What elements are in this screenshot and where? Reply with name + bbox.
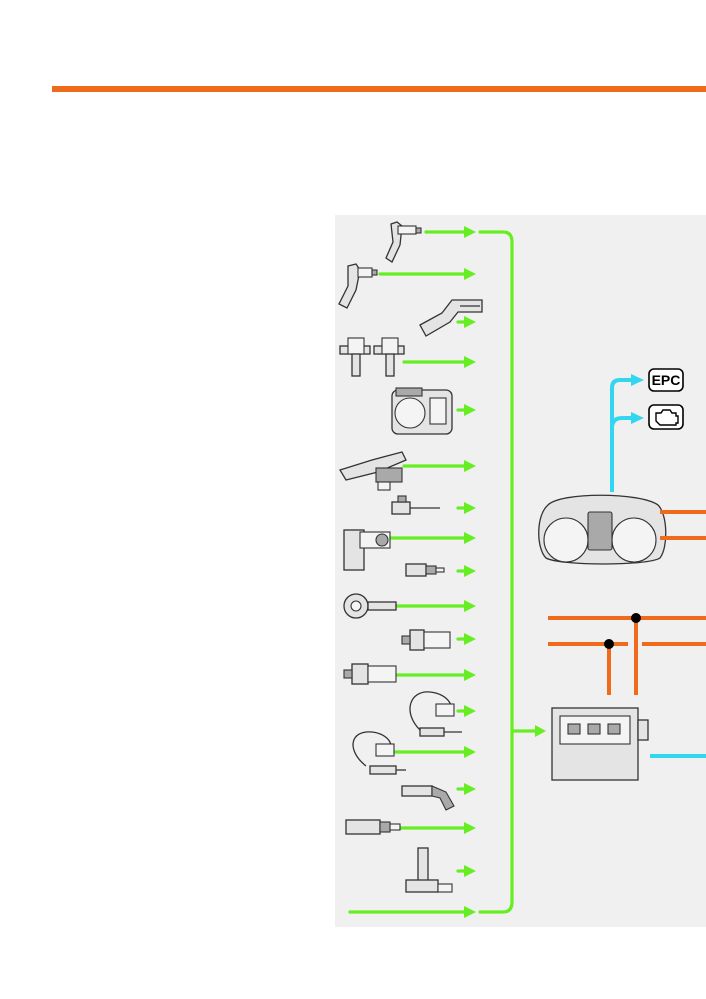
- signal-collector-bus: [478, 230, 514, 914]
- engine-check-icon: [648, 404, 684, 430]
- signal-row-17: [456, 865, 476, 877]
- signal-row-1: [424, 226, 476, 238]
- signal-row-5: [456, 404, 476, 416]
- sensor-15-icon: [401, 785, 455, 811]
- signal-row-15: [456, 783, 476, 795]
- signal-arrow-18: [464, 906, 476, 918]
- diagram-panel: [335, 215, 706, 927]
- sensor-10-icon: [343, 593, 397, 619]
- sensor-4-icon: [339, 337, 405, 377]
- sensor-17-icon: [405, 847, 453, 893]
- signal-arrow-7: [464, 502, 476, 514]
- sensor-9-icon: [405, 563, 445, 577]
- signal-arrow-15: [464, 783, 476, 795]
- signal-arrow-12: [464, 669, 476, 681]
- signal-row-18: [348, 906, 476, 918]
- can-junction-2: [604, 639, 614, 649]
- signal-row-3: [456, 316, 476, 328]
- signal-arrow-2: [464, 268, 476, 280]
- speedometer-dial: [543, 517, 589, 563]
- sensor-7-icon: [391, 495, 440, 515]
- signal-row-4: [402, 356, 476, 368]
- signal-row-13: [456, 705, 476, 717]
- sensor-12-icon: [343, 663, 397, 685]
- signal-arrow-8: [464, 532, 476, 544]
- signal-arrow-to-ecu: [535, 725, 546, 737]
- signal-arrow-11: [464, 633, 476, 645]
- engine-control-unit: [551, 707, 649, 781]
- signal-arrow-4: [464, 356, 476, 368]
- signal-arrow-14: [464, 746, 476, 758]
- signal-arrow-13: [464, 705, 476, 717]
- sensor-14-icon: [352, 731, 406, 775]
- signal-arrow-9: [464, 565, 476, 577]
- warning-signal-lines: [610, 374, 706, 758]
- epc-label: EPC: [652, 372, 681, 388]
- sensor-5-icon: [391, 387, 453, 435]
- sensor-3-icon: [419, 299, 483, 337]
- signal-row-7: [456, 502, 476, 514]
- instrument-cluster: [538, 494, 667, 565]
- signal-row-9: [456, 565, 476, 577]
- signal-row-8: [376, 532, 476, 544]
- can-junction-1: [631, 613, 641, 623]
- sensor-11-icon: [401, 629, 451, 651]
- signal-row-11: [456, 633, 476, 645]
- sensor-signal-rows: [348, 226, 476, 918]
- cluster-display: [587, 511, 613, 551]
- tachometer-dial: [611, 517, 657, 563]
- sensor-8-icon: [343, 529, 391, 571]
- sensor-16-icon: [345, 819, 401, 835]
- can-bus-lines: [548, 510, 706, 695]
- signal-arrow-5: [464, 404, 476, 416]
- signal-row-6: [402, 460, 476, 472]
- sensor-6-icon: [339, 451, 407, 491]
- sensor-2-icon: [338, 263, 378, 309]
- signal-arrow-17: [464, 865, 476, 877]
- signal-arrow-3: [464, 316, 476, 328]
- signal-arrow-1: [464, 226, 476, 238]
- epc-warning-lamp: EPC: [648, 368, 684, 392]
- signal-arrow-16: [464, 822, 476, 834]
- signal-arrow-6: [464, 460, 476, 472]
- signal-arrow-10: [464, 600, 476, 612]
- sensor-1-icon: [385, 221, 422, 263]
- sensor-signal-lines: [478, 230, 546, 914]
- header-rule: [52, 86, 706, 92]
- signal-row-2: [378, 268, 476, 280]
- sensor-13-icon: [409, 691, 462, 737]
